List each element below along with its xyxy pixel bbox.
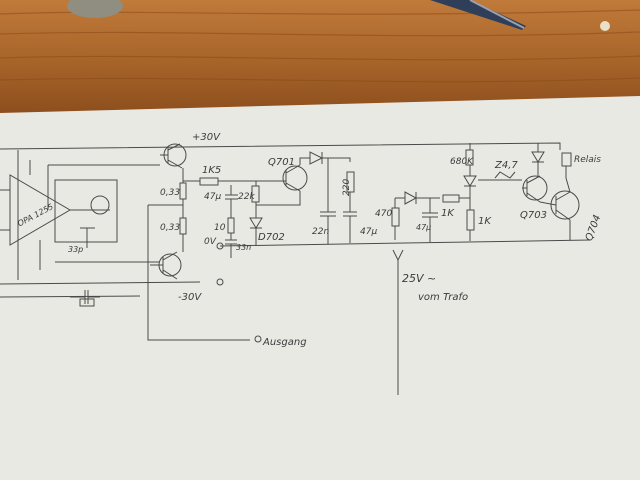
label-r-680k: 680K bbox=[450, 157, 474, 167]
label-q701: Q701 bbox=[268, 157, 295, 168]
label-c-33n: 33n bbox=[236, 243, 251, 252]
label-d702: D702 bbox=[258, 232, 285, 243]
wire-zero-rail bbox=[219, 239, 591, 247]
label-r-220: 220 bbox=[342, 179, 352, 196]
output-terminal bbox=[254, 335, 262, 343]
stone-object bbox=[67, 0, 123, 18]
pen-object bbox=[430, 0, 526, 30]
label-vom-trafo: vom Trafo bbox=[418, 292, 468, 303]
label-q703: Q703 bbox=[520, 210, 547, 221]
wire-pos-rail bbox=[0, 142, 561, 150]
label-r-033-top: 0,33 bbox=[160, 188, 180, 198]
q701-symbol bbox=[282, 165, 308, 191]
paper-sheet bbox=[0, 96, 640, 480]
label-r-1k-a: 1K bbox=[441, 208, 455, 219]
label-r-470: 470 bbox=[375, 209, 392, 219]
label-c-47u-b: 47µ bbox=[360, 227, 377, 237]
label-supply-neg: -30V bbox=[178, 292, 202, 303]
q704-symbol bbox=[550, 190, 580, 220]
wire-left-rail-1 bbox=[0, 281, 201, 285]
opamp-symbol bbox=[9, 174, 71, 246]
zero-terminal bbox=[216, 242, 224, 250]
label-r-1k-b: 1K bbox=[478, 216, 492, 227]
circuit-drawing bbox=[0, 142, 591, 395]
wood-grain bbox=[0, 9, 640, 83]
label-relais: Relais bbox=[574, 155, 601, 165]
label-zero-v: 0V bbox=[204, 237, 217, 247]
crumb-object bbox=[600, 21, 610, 31]
label-c-47u-a: 47µ bbox=[204, 192, 221, 202]
neg-terminal bbox=[216, 278, 224, 286]
label-zener: Z4,7 bbox=[494, 160, 518, 171]
label-c-33p: 33p bbox=[68, 245, 83, 254]
label-r-033-bot: 0,33 bbox=[160, 223, 180, 233]
label-r-1k5: 1K5 bbox=[202, 165, 221, 176]
label-r-22k: 22k bbox=[238, 192, 255, 202]
label-r-10: 10 bbox=[214, 223, 226, 233]
label-c-47u-c: 47µ bbox=[416, 223, 431, 232]
label-ausgang: Ausgang bbox=[262, 337, 307, 348]
label-25v: 25V ~ bbox=[402, 272, 436, 285]
label-supply-pos: +30V bbox=[192, 132, 221, 143]
label-c-22n: 22n bbox=[312, 227, 329, 237]
